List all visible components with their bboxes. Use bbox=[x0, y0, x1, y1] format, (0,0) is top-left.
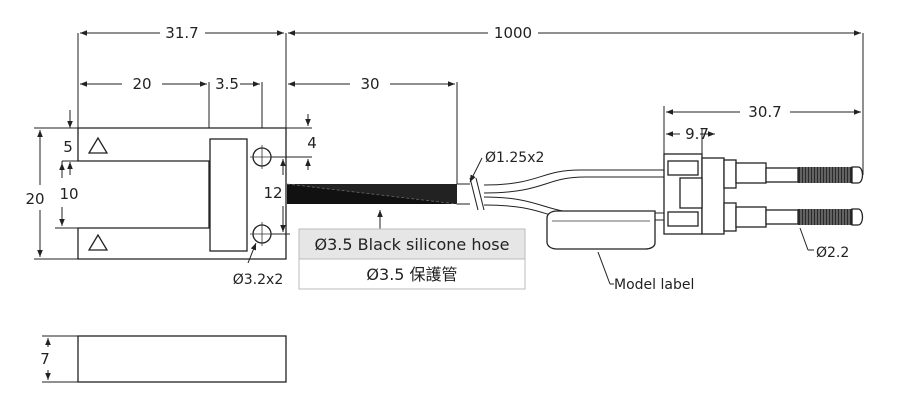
dim-gap: 10 bbox=[55, 161, 80, 229]
sensor-body bbox=[77, 127, 287, 260]
sensor-window bbox=[209, 138, 248, 252]
dim-hole-spacing-value: 12 bbox=[263, 184, 282, 202]
dim-hole-edge-value: 4 bbox=[307, 134, 317, 152]
dim-gap-value: 10 bbox=[59, 185, 78, 203]
pin-dia-callout: Ø2.2 bbox=[799, 227, 849, 261]
triangle-icon bbox=[87, 136, 109, 154]
side-view: 7 bbox=[40, 335, 287, 383]
dim-hose-length-value: 30 bbox=[360, 75, 379, 93]
hole-dia-label: Ø3.2x2 bbox=[233, 272, 283, 288]
dim-slot-depth-value: 20 bbox=[132, 75, 151, 93]
hose-label-box: Ø3.5 Black silicone hose Ø3.5 保護管 bbox=[298, 228, 526, 290]
dim-overall-width-value: 31.7 bbox=[165, 24, 198, 42]
wire-dia-callout: Ø1.25x2 bbox=[469, 150, 544, 183]
model-label-text: Model label bbox=[614, 277, 694, 293]
dim-top-arm-value: 5 bbox=[63, 138, 73, 156]
black-hose bbox=[286, 177, 485, 230]
dim-hose-length: 30 bbox=[288, 75, 458, 184]
hole-dia-callout: Ø3.2x2 bbox=[233, 242, 283, 288]
hose-label-chinese: Ø3.5 保護管 bbox=[366, 265, 457, 284]
dim-hole-offset-value: 3.5 bbox=[215, 75, 239, 93]
triangle-icon bbox=[87, 233, 109, 251]
dim-connector-body-value: 9.7 bbox=[685, 125, 709, 143]
dim-hole-spacing: 12 bbox=[263, 159, 290, 235]
dim-connector-length: 30.7 bbox=[663, 103, 861, 154]
dim-top-arm: 5 bbox=[62, 110, 80, 175]
dim-overall-width: 31.7 bbox=[77, 24, 287, 128]
dim-hole-edge: 4 bbox=[271, 114, 317, 170]
model-label-sleeve: Model label bbox=[546, 210, 694, 293]
hose-label-english: Ø3.5 Black silicone hose bbox=[315, 235, 510, 254]
dim-height-value: 20 bbox=[25, 190, 44, 208]
dim-thickness-value: 7 bbox=[40, 350, 50, 368]
connector bbox=[663, 153, 864, 235]
wire-dia-label: Ø1.25x2 bbox=[485, 150, 544, 166]
dim-connector-length-value: 30.7 bbox=[748, 103, 781, 121]
dim-connector-body: 9.7 bbox=[666, 125, 715, 158]
dim-cable-length: 1000 bbox=[288, 24, 864, 175]
dim-height: 20 bbox=[25, 127, 78, 260]
dim-cable-length-value: 1000 bbox=[494, 24, 532, 42]
pin-dia-label: Ø2.2 bbox=[816, 245, 849, 261]
